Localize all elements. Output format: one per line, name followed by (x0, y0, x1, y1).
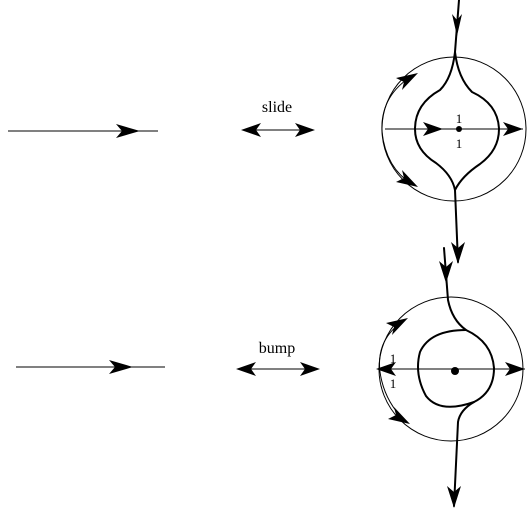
slide-crossing-label-bottom: 1 (456, 136, 463, 151)
slide-crossing-label-top: 1 (456, 111, 463, 126)
slide-left-arc (8, 124, 158, 138)
bump-left-arc (16, 360, 165, 374)
bump-boundary-arc (378, 321, 405, 421)
slide-equivalence-arrow: slide (241, 99, 315, 137)
bump-crossing-label-bottom: 1 (390, 376, 397, 391)
slide-thick-strand (414, 0, 460, 263)
slide-boundary-arc (381, 75, 413, 185)
bump-disk-picture: 1 1 (376, 247, 525, 508)
slide-lens-right (454, 51, 500, 191)
bump-loop (417, 329, 475, 408)
bump-crossing-label-top: 1 (390, 351, 397, 366)
bump-vertex (451, 367, 459, 375)
bump-label: bump (259, 340, 295, 357)
slide-vertex (456, 126, 462, 132)
slide-label: slide (262, 99, 292, 116)
slide-disk-picture: 1 1 (381, 0, 527, 264)
slide-move: slide 1 1 (8, 0, 527, 264)
bump-move: bump 1 1 (16, 247, 525, 508)
bump-thick-strand (443, 247, 495, 507)
bump-equivalence-arrow: bump (236, 340, 320, 376)
